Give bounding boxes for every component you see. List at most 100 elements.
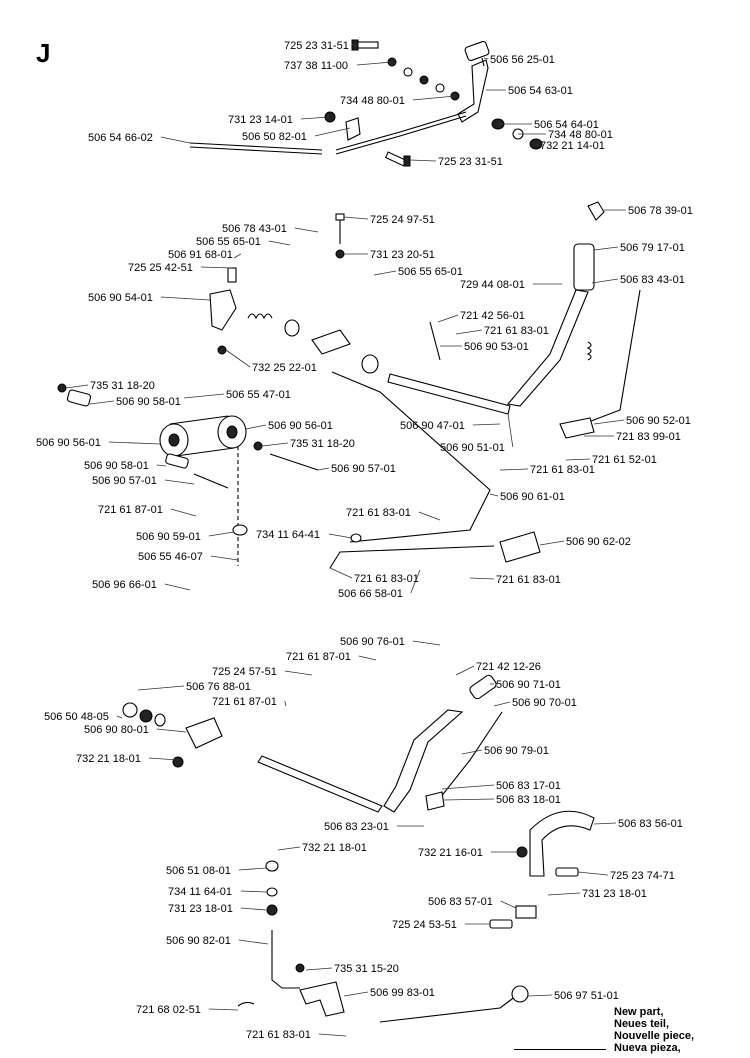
part-number-label: 506 55 46-07 bbox=[138, 551, 203, 563]
pin-part bbox=[429, 321, 441, 361]
leader-line bbox=[210, 555, 239, 561]
bolt-head-part bbox=[403, 155, 411, 167]
bracket-part bbox=[299, 981, 345, 1017]
bushing-part bbox=[122, 702, 138, 718]
part-number-label: 506 83 17-01 bbox=[496, 780, 561, 792]
leader-line bbox=[89, 400, 115, 405]
pin-part bbox=[193, 453, 319, 489]
washer-part bbox=[419, 75, 429, 85]
leader-line bbox=[160, 296, 211, 301]
part-number-label: 506 83 23-01 bbox=[324, 821, 389, 833]
leader-line bbox=[116, 715, 123, 719]
part-number-label: 506 78 39-01 bbox=[628, 205, 693, 217]
pivot-arm-part bbox=[311, 329, 351, 355]
part-number-label: 725 24 53-51 bbox=[392, 919, 457, 931]
leader-line bbox=[343, 991, 369, 997]
part-number-label: 506 50 82-01 bbox=[242, 131, 307, 143]
leader-line bbox=[489, 493, 499, 497]
part-number-label: 735 31 15-20 bbox=[334, 963, 399, 975]
part-number-label: 506 83 43-01 bbox=[620, 274, 685, 286]
part-number-label: 506 90 79-01 bbox=[484, 745, 549, 757]
part-number-label: 506 54 66-02 bbox=[88, 132, 153, 144]
sleeve-part bbox=[165, 453, 189, 469]
leader-line bbox=[137, 685, 185, 691]
part-number-label: 732 21 18-01 bbox=[302, 842, 367, 854]
part-number-label: 721 61 83-01 bbox=[346, 507, 411, 519]
leader-line bbox=[547, 892, 581, 896]
leader-line bbox=[591, 278, 619, 284]
part-number-label: 506 90 58-01 bbox=[84, 460, 149, 472]
bolt-part bbox=[384, 151, 408, 167]
leader-line bbox=[240, 907, 267, 911]
leader-line bbox=[233, 253, 242, 259]
part-number-label: 725 23 31-51 bbox=[438, 156, 503, 168]
part-number-label: 721 61 87-01 bbox=[286, 651, 351, 663]
leader-line bbox=[500, 900, 517, 909]
part-number-label: 732 21 18-01 bbox=[76, 753, 141, 765]
part-number-label: 506 96 66-01 bbox=[92, 579, 157, 591]
lever-grip-part bbox=[573, 243, 595, 291]
washer-part bbox=[403, 67, 413, 77]
leader-line bbox=[455, 665, 475, 676]
part-number-label: 506 55 47-01 bbox=[226, 389, 291, 401]
part-number-label: 506 55 65-01 bbox=[196, 236, 261, 248]
leader-lines bbox=[65, 44, 626, 1037]
leader-line bbox=[412, 95, 456, 101]
block-part bbox=[515, 905, 537, 919]
nut-part bbox=[335, 249, 345, 259]
washer-part bbox=[154, 713, 166, 727]
leader-line bbox=[156, 464, 167, 467]
leader-line bbox=[305, 967, 333, 971]
leader-line bbox=[410, 569, 421, 594]
stamp bbox=[514, 1049, 606, 1058]
knob-part bbox=[587, 201, 605, 221]
part-number-label: 506 90 56-01 bbox=[268, 420, 333, 432]
bolt-part bbox=[489, 919, 513, 929]
cable-part bbox=[189, 111, 467, 151]
leader-line bbox=[108, 441, 161, 445]
sleeve-part bbox=[66, 389, 92, 407]
leader-line bbox=[441, 784, 495, 790]
bolt-part bbox=[355, 41, 379, 49]
rod-part bbox=[439, 711, 503, 799]
clip-part bbox=[237, 1001, 255, 1007]
part-number-label: 506 83 57-01 bbox=[428, 896, 493, 908]
part-number-label: 737 38 11-00 bbox=[284, 60, 348, 72]
part-number-label: 732 21 14-01 bbox=[540, 140, 605, 152]
lever-part bbox=[383, 709, 464, 813]
part-number-label: 506 76 88-01 bbox=[186, 681, 251, 693]
leader-line bbox=[483, 57, 489, 60]
part-number-label: 506 91 68-01 bbox=[168, 249, 233, 261]
part-number-label: 735 31 18-20 bbox=[290, 438, 355, 450]
washer-part bbox=[266, 887, 278, 897]
part-number-label: 506 90 70-01 bbox=[512, 697, 577, 709]
top-assembly bbox=[189, 39, 543, 167]
spring-part bbox=[247, 313, 273, 320]
leader-line bbox=[294, 227, 319, 233]
part-number-label: 721 42 56-01 bbox=[460, 310, 525, 322]
part-number-label: 506 83 18-01 bbox=[496, 794, 561, 806]
part-number-label: 721 61 87-01 bbox=[98, 504, 163, 516]
nut-part bbox=[172, 756, 184, 768]
leader-line bbox=[277, 846, 301, 851]
part-number-label: 506 90 80-01 bbox=[84, 724, 149, 736]
part-number-label: 506 90 71-01 bbox=[496, 679, 561, 691]
legend-line: Neues teil, bbox=[614, 1018, 670, 1030]
leader-line bbox=[245, 424, 267, 430]
leader-line bbox=[356, 61, 393, 66]
part-number-label: 506 90 76-01 bbox=[340, 636, 405, 648]
part-number-label: 721 61 83-01 bbox=[496, 574, 561, 586]
part-number-label: 506 55 65-01 bbox=[398, 266, 463, 278]
block-part bbox=[425, 791, 445, 811]
part-number-label: 506 90 53-01 bbox=[464, 341, 529, 353]
part-number-label: 506 90 56-01 bbox=[36, 437, 101, 449]
part-number-label: 506 97 51-01 bbox=[554, 990, 619, 1002]
part-number-label: 721 61 52-01 bbox=[592, 454, 657, 466]
leader-line bbox=[409, 159, 437, 162]
sector-gear-part bbox=[529, 810, 595, 877]
grip-part bbox=[469, 674, 497, 700]
part-number-label: 721 61 83-01 bbox=[354, 573, 419, 585]
part-number-label: 506 90 59-01 bbox=[136, 531, 201, 543]
leader-line bbox=[284, 670, 313, 676]
lever-part bbox=[506, 289, 589, 407]
